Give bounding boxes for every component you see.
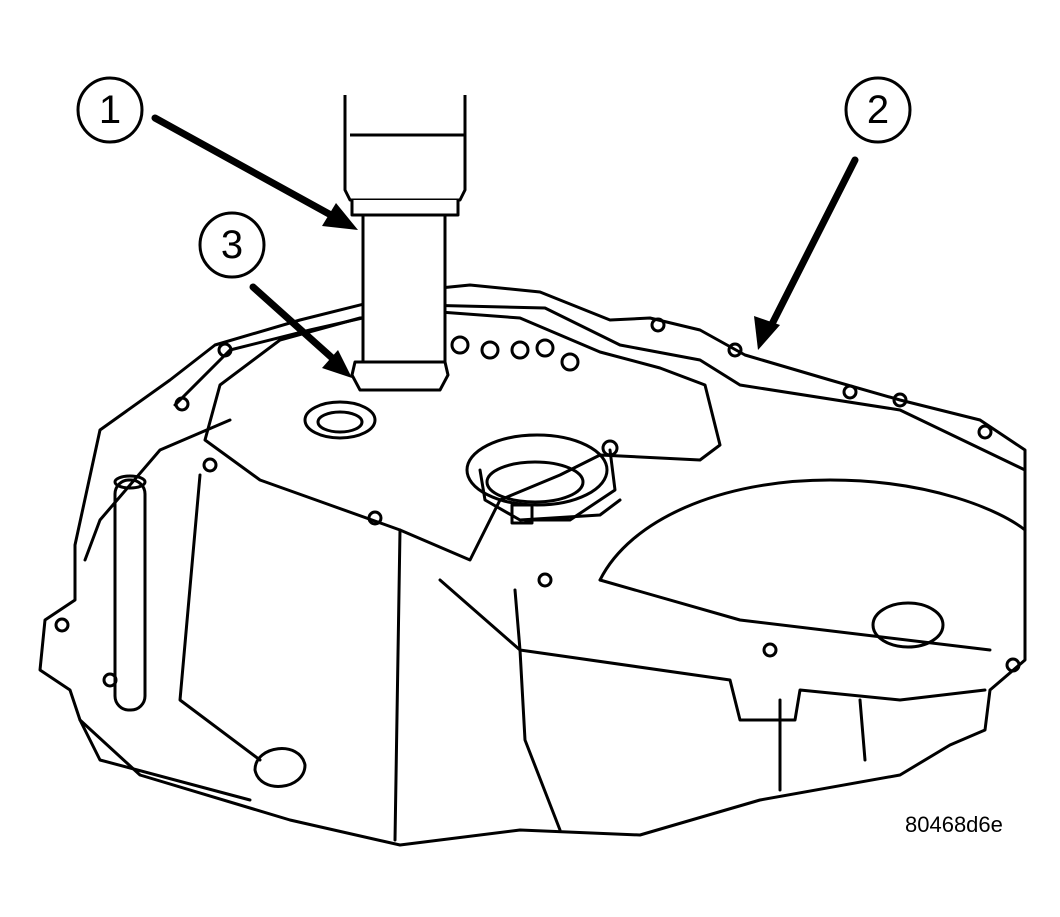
leader-arrow-2 [766,156,859,332]
installer-tool [343,95,467,392]
flange-edge [173,303,1027,472]
transaxle-case-drawing [38,283,1027,847]
callout-2: 2 [844,76,912,144]
leader-arrows [151,114,859,378]
retaining-strap [523,448,617,522]
leader-arrow-3 [249,283,344,369]
dowel-pin [113,478,147,712]
figure-code: 80468d6e [905,812,1003,837]
leader-arrow-1 [151,114,344,224]
callout-1: 1 [76,76,144,144]
callout-3-number: 3 [221,223,243,267]
bearing-bore [465,433,609,507]
callout-2-number: 2 [867,88,889,132]
callout-3: 3 [198,211,266,279]
callout-1-number: 1 [99,88,121,132]
differential-bore [598,478,1027,582]
